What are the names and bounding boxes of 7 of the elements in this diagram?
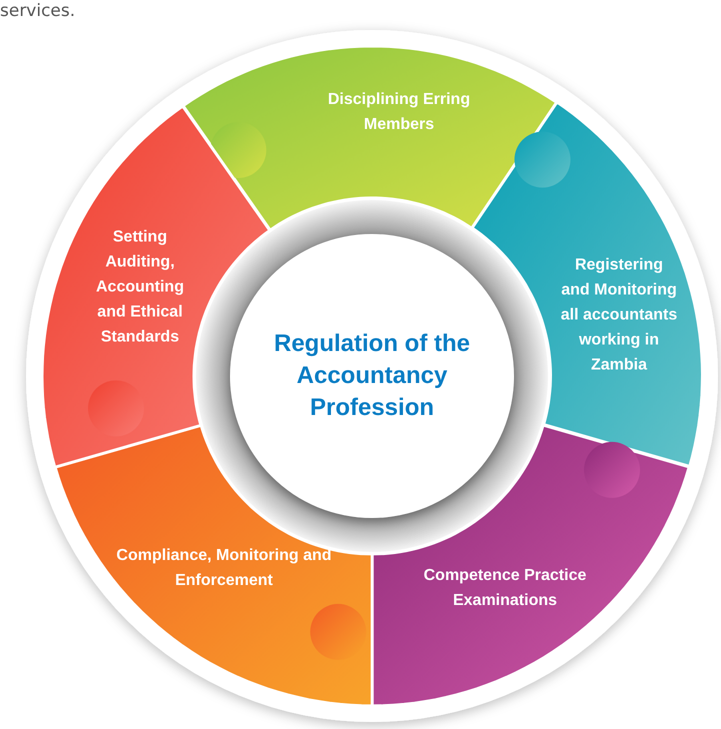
segment-label: Registering and Monitoring all accountants working in Zambia: [560, 255, 678, 376]
segment-label: Setting Auditing, Accounting and Ethical Standards: [94, 227, 185, 348]
center-title: Regulation of the Accountancy Profession: [273, 329, 471, 423]
text-fragment: services.: [0, 0, 76, 22]
segment-label: Compliance, Monitoring and Enforcement: [115, 546, 333, 591]
segment-label: Disciplining Erring Members: [326, 90, 472, 135]
segment-label: Competence Practice Examinations: [422, 566, 588, 611]
